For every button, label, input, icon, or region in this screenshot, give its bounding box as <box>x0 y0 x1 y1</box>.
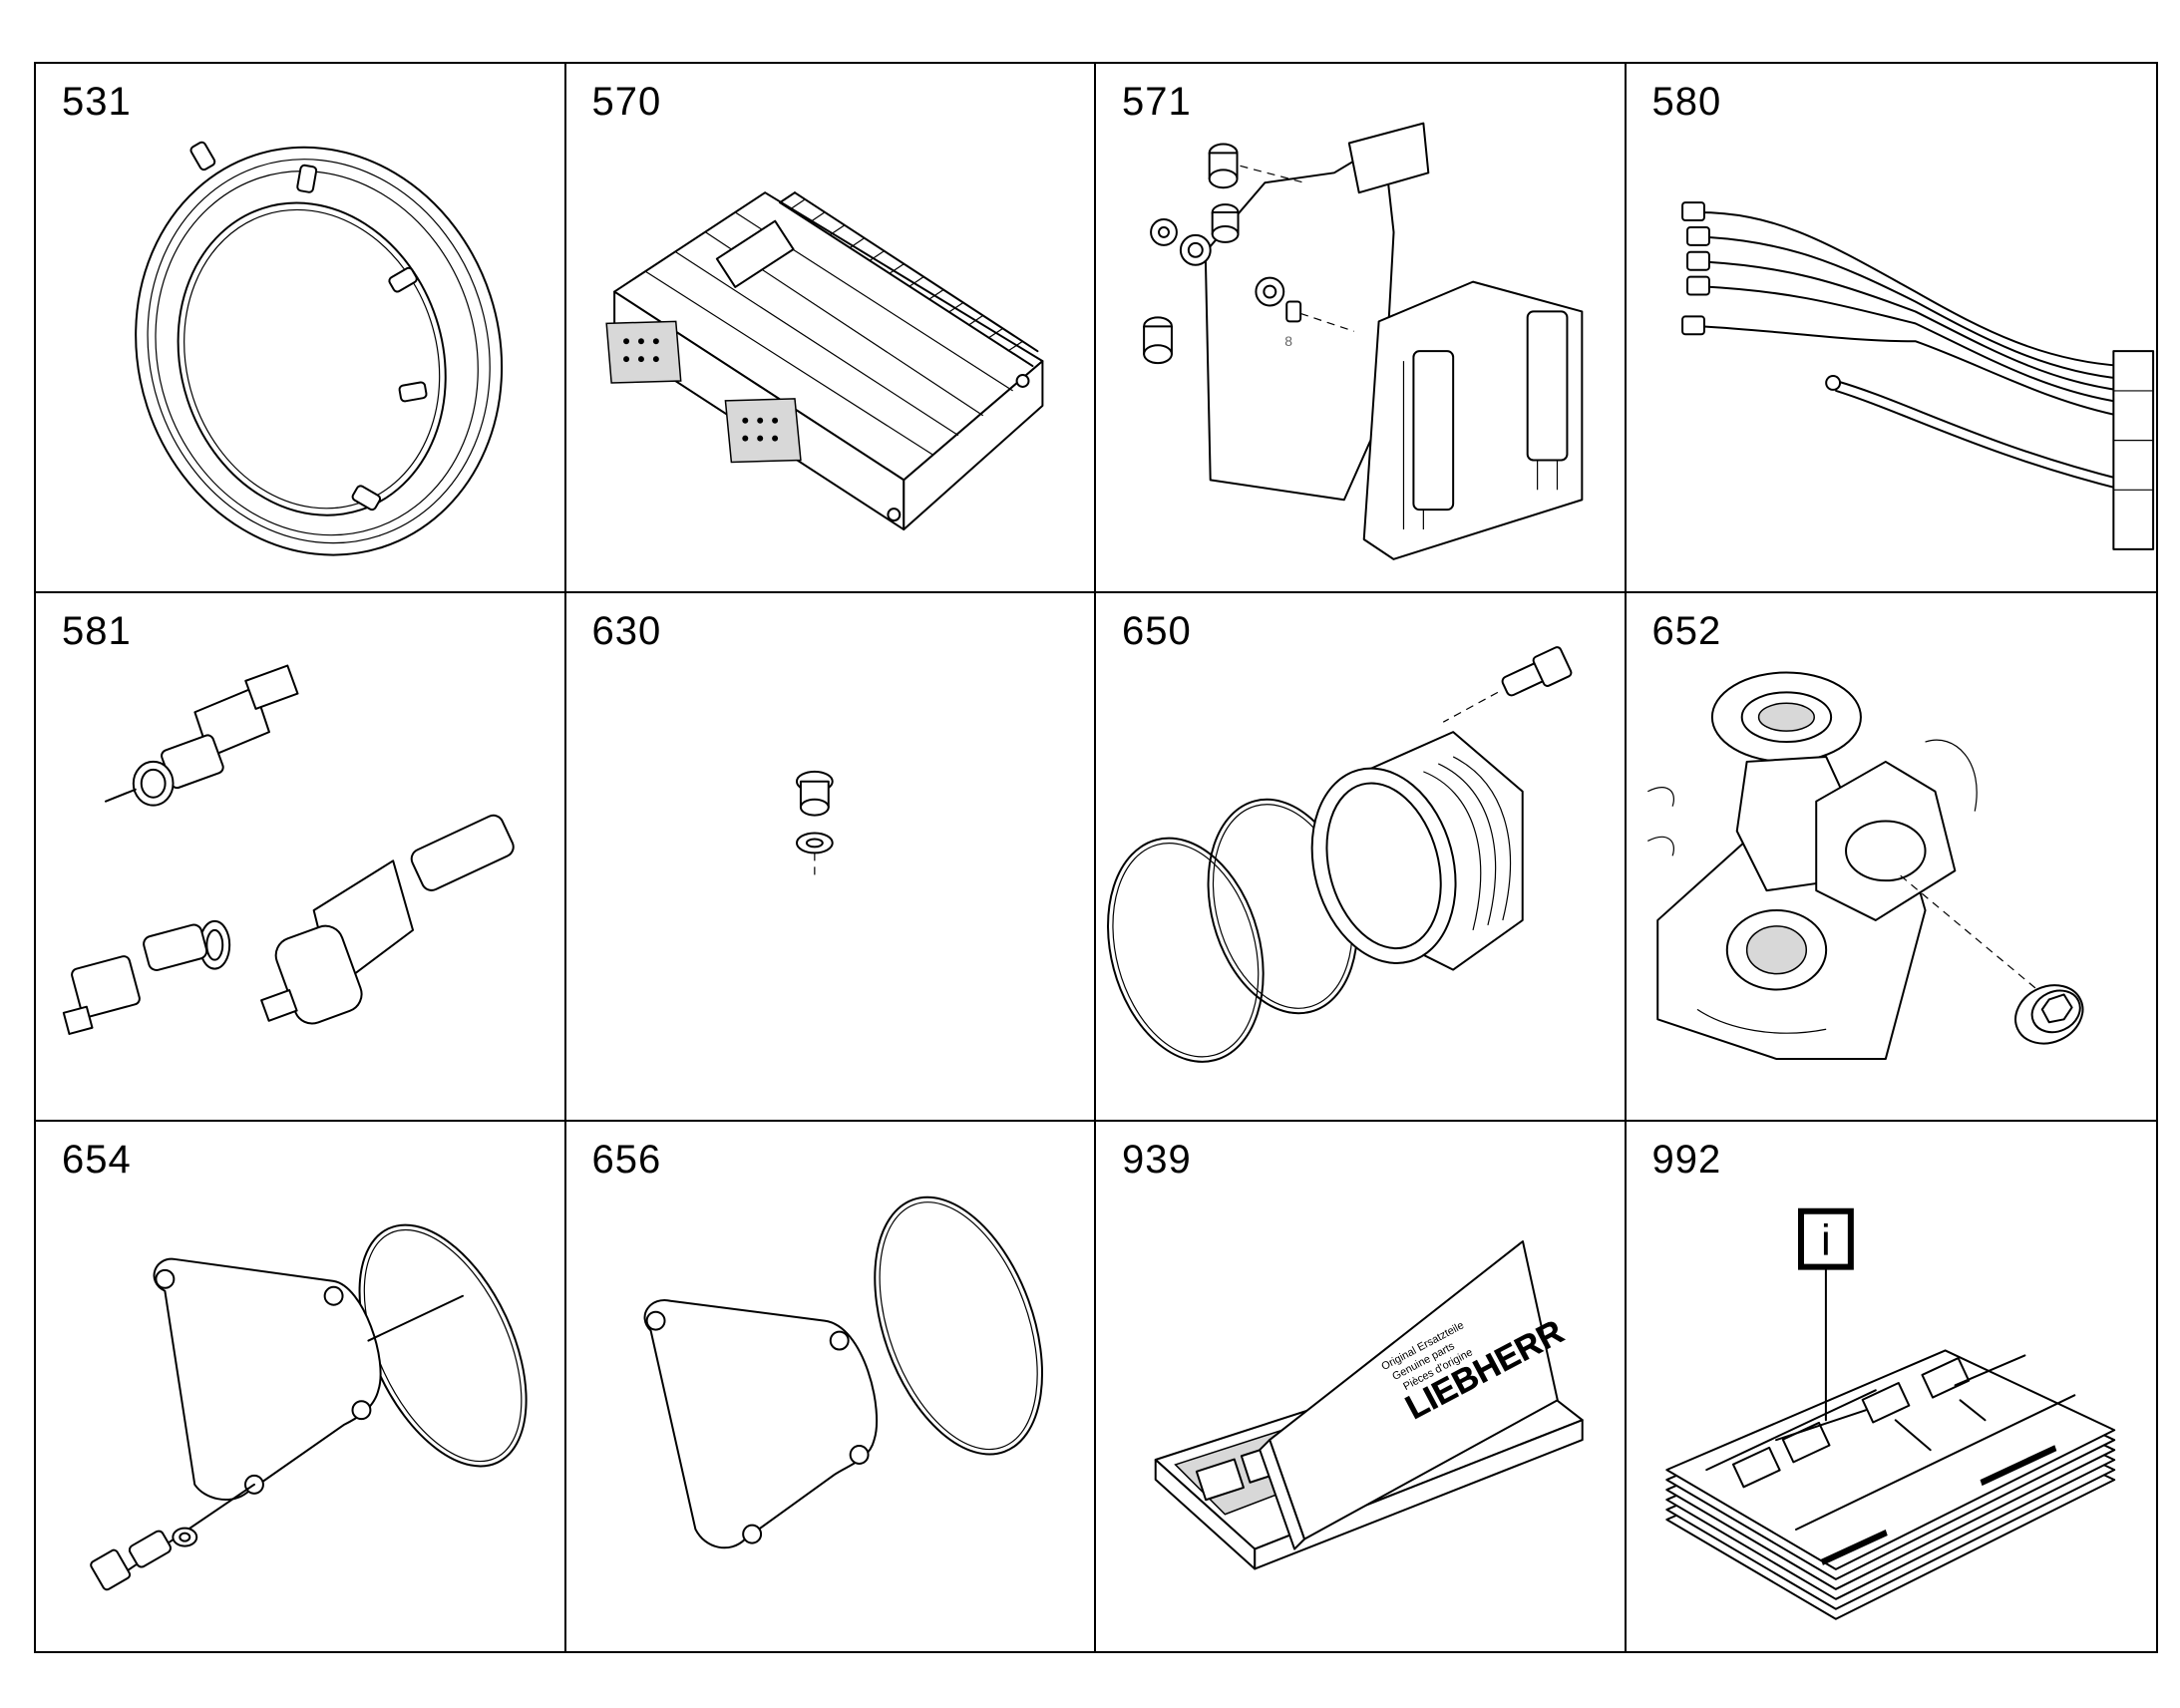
panel-656[interactable]: 656 <box>565 1122 1096 1651</box>
panel-570[interactable]: 570 <box>565 64 1096 593</box>
housing-plug-icon <box>1627 593 2157 1121</box>
screw-plug-icon <box>566 593 1095 1121</box>
cover-gasket-icon <box>36 1122 564 1651</box>
panel-654[interactable]: 654 <box>36 1122 566 1651</box>
panel-630[interactable]: 630 <box>565 592 1096 1123</box>
part-number: 581 <box>62 608 132 653</box>
part-number: 571 <box>1122 80 1192 124</box>
panel-571[interactable]: 571 8 <box>1096 64 1627 593</box>
part-number: 570 <box>591 80 662 124</box>
mounting-bracket-icon: 8 <box>1096 64 1625 591</box>
flange-seal-icon <box>1096 593 1625 1121</box>
part-number: 656 <box>591 1138 662 1183</box>
wiring-harness-icon <box>1627 64 2157 591</box>
panel-650[interactable]: 650 <box>1096 592 1627 1123</box>
panel-580[interactable]: 580 <box>1626 64 2157 593</box>
parts-grid: 531 570 <box>34 62 2158 1653</box>
bearing-ring-icon <box>36 64 564 591</box>
panel-939[interactable]: 939 LIEBHERR Original Ersatzteile Genuin… <box>1096 1122 1627 1651</box>
part-number: 531 <box>62 80 132 124</box>
parts-box-icon: LIEBHERR Original Ersatzteile Genuine pa… <box>1096 1122 1625 1651</box>
part-number: 939 <box>1122 1138 1192 1183</box>
control-unit-icon <box>566 64 1095 591</box>
panel-581[interactable]: 581 <box>36 592 566 1123</box>
part-number: 992 <box>1651 1138 1722 1183</box>
panel-992[interactable]: 992 <box>1626 1122 2157 1651</box>
part-number: 630 <box>591 608 662 653</box>
info-badge-label: i <box>1821 1216 1831 1265</box>
part-number: 654 <box>62 1138 132 1183</box>
part-number: 652 <box>1651 608 1722 653</box>
cover-plate-icon <box>566 1122 1095 1651</box>
manual-icon: i <box>1627 1122 2157 1651</box>
part-number: 580 <box>1651 80 1722 124</box>
part-number: 650 <box>1122 608 1192 653</box>
panel-531[interactable]: 531 <box>36 64 566 593</box>
panel-652[interactable]: 652 <box>1626 592 2157 1123</box>
sensor-set-icon <box>36 593 564 1121</box>
callout-label: 8 <box>1284 333 1292 349</box>
